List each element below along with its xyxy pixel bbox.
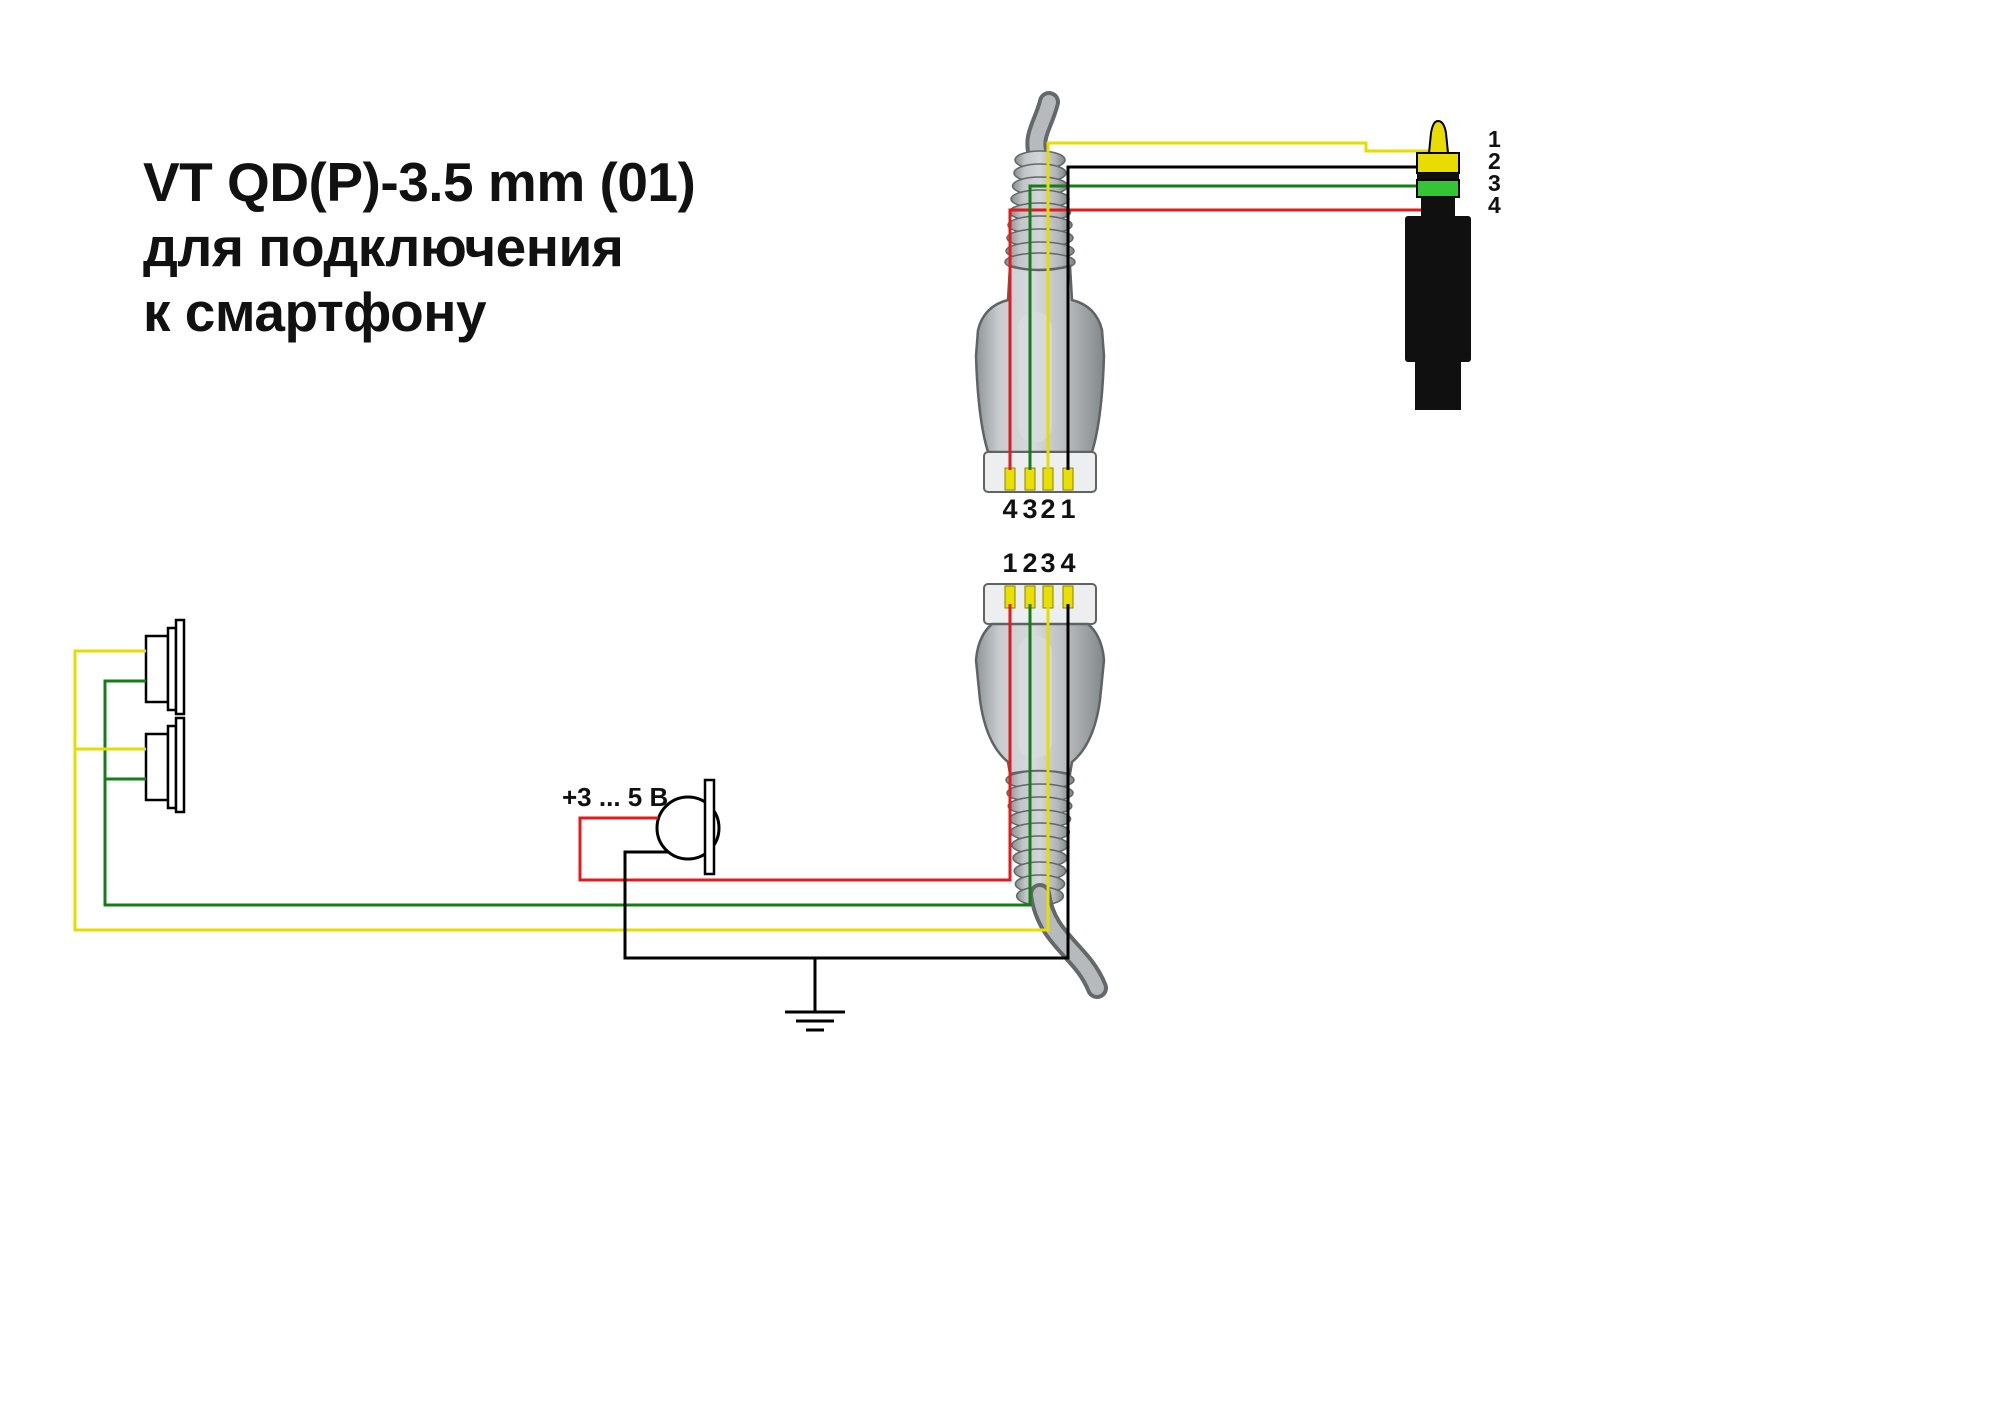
top-pin-3 xyxy=(1024,467,1036,491)
mic-membrane xyxy=(703,778,716,876)
cable-bottom-core xyxy=(1033,887,1104,995)
bottom-wire-green xyxy=(103,604,1032,907)
strain-relief-coil-bottom xyxy=(1005,770,1075,906)
bottom-pin-label-4: 4 xyxy=(1060,548,1075,578)
body-highlight-bottom xyxy=(1018,636,1052,758)
speaker-2 xyxy=(144,716,186,814)
microphone xyxy=(655,778,721,876)
bottom-wire-yellow xyxy=(73,604,1050,932)
bottom-pin-label-1: 1 xyxy=(1002,548,1017,578)
jack-body xyxy=(1405,216,1471,362)
jack-pin-label-3: 3 xyxy=(1488,170,1501,196)
body-highlight-top xyxy=(1018,312,1052,442)
jack-tip xyxy=(1427,119,1450,154)
top-wire-black xyxy=(1066,165,1417,470)
jack-pin-label-1: 1 xyxy=(1488,126,1501,152)
jack-pin-labels: 1 2 3 4 xyxy=(1488,126,1501,218)
contact-cap-bottom xyxy=(983,583,1097,625)
wires-top xyxy=(1008,141,1430,470)
top-wire-green xyxy=(1028,184,1417,470)
top-pin-label-3: 3 xyxy=(1022,494,1037,524)
diagram-title: VT QD(P)-3.5 mm (01) для подключения к с… xyxy=(143,150,696,345)
jack-ring-green xyxy=(1416,179,1460,198)
bottom-pin-label-2: 2 xyxy=(1022,548,1037,578)
jack-neck xyxy=(1421,197,1455,216)
title-line-1: VT QD(P)-3.5 mm (01) xyxy=(143,151,696,213)
top-pin-2 xyxy=(1042,467,1054,491)
jack-pin-label-4: 4 xyxy=(1488,192,1501,218)
mic-capsule xyxy=(655,795,721,861)
top-wire-red xyxy=(1008,208,1421,470)
qd-connector-bottom xyxy=(974,583,1108,999)
top-wire-yellow xyxy=(1046,141,1430,470)
mic-voltage-label: +3 ... 5 В xyxy=(562,782,668,812)
jack-3-5mm xyxy=(1405,119,1471,410)
top-pin-labels: 4 3 2 1 xyxy=(1002,494,1075,524)
top-pin-label-2: 2 xyxy=(1040,494,1055,524)
jack-ring-1-yellow xyxy=(1416,152,1460,174)
speaker-1 xyxy=(144,618,186,716)
bottom-pin-label-3: 3 xyxy=(1040,548,1055,578)
top-pin-label-1: 1 xyxy=(1060,494,1075,524)
ground-icon xyxy=(785,1010,845,1032)
bottom-wire-red xyxy=(578,604,1012,882)
top-pin-4 xyxy=(1004,467,1016,491)
bottom-pin-labels: 1 2 3 4 xyxy=(1002,548,1075,578)
bottom-wire-black xyxy=(623,604,1070,960)
jack-pin-label-2: 2 xyxy=(1488,148,1501,174)
title-line-2: для подключения xyxy=(143,215,624,278)
jack-body-lower xyxy=(1415,362,1461,410)
contact-cap-top xyxy=(983,451,1097,493)
wires-bottom xyxy=(73,604,1070,1012)
qd-connector-top xyxy=(974,91,1106,493)
top-pin-label-4: 4 xyxy=(1002,494,1017,524)
title-line-3: к смартфону xyxy=(143,280,487,343)
jack-separator xyxy=(1417,173,1459,180)
top-pin-1 xyxy=(1062,467,1074,491)
